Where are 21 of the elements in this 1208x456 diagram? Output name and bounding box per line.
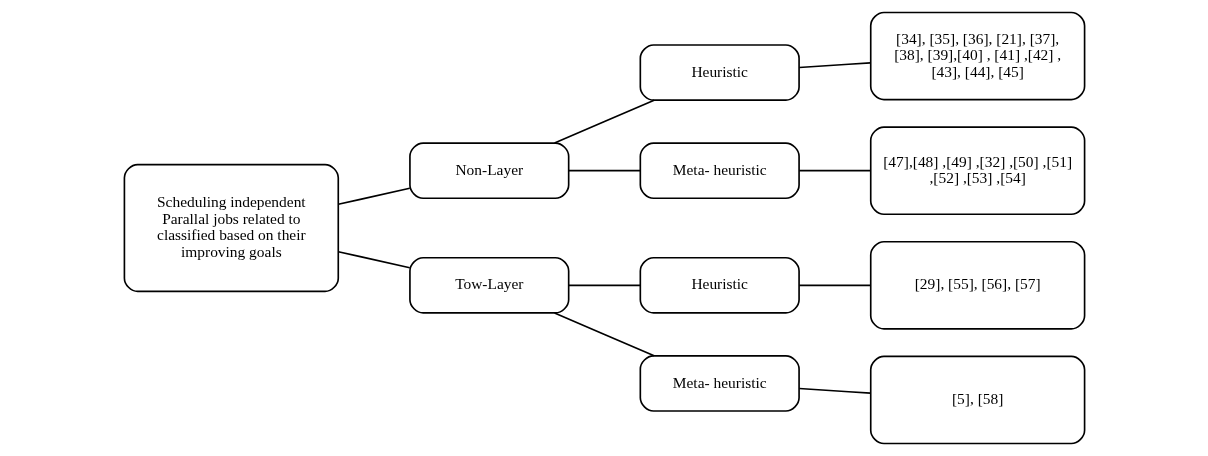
connector <box>797 387 871 394</box>
node-box: Scheduling independent Parallal jobs related to classified based on their improving goals <box>123 163 339 293</box>
connector <box>797 284 871 287</box>
node-box: [5], [58] <box>869 355 1085 445</box>
node-box: Non-Layer <box>408 142 569 200</box>
node-box: [47],[48] ,[49] ,[32] ,[50] ,[51] ,[52] ,[53] ,[54] <box>869 126 1085 216</box>
connector <box>797 62 871 69</box>
node-box: [34], [35], [36], [21], [37], [38], [39],[40] , [41] ,[42] , [43], [44], [45] <box>869 11 1085 101</box>
connector <box>553 99 655 144</box>
node-box: Meta- heuristic <box>639 142 800 200</box>
connector <box>567 169 641 172</box>
node-box: [29], [55], [56], [57] <box>869 240 1085 330</box>
connector <box>337 250 411 269</box>
node-box: Tow-Layer <box>408 256 569 314</box>
connector <box>337 187 411 206</box>
node-box: Heuristic <box>639 256 800 314</box>
node-box: Meta- heuristic <box>639 355 800 412</box>
connector <box>797 169 871 172</box>
connector <box>553 312 655 357</box>
node-box: Heuristic <box>639 44 800 101</box>
connector <box>567 284 641 287</box>
